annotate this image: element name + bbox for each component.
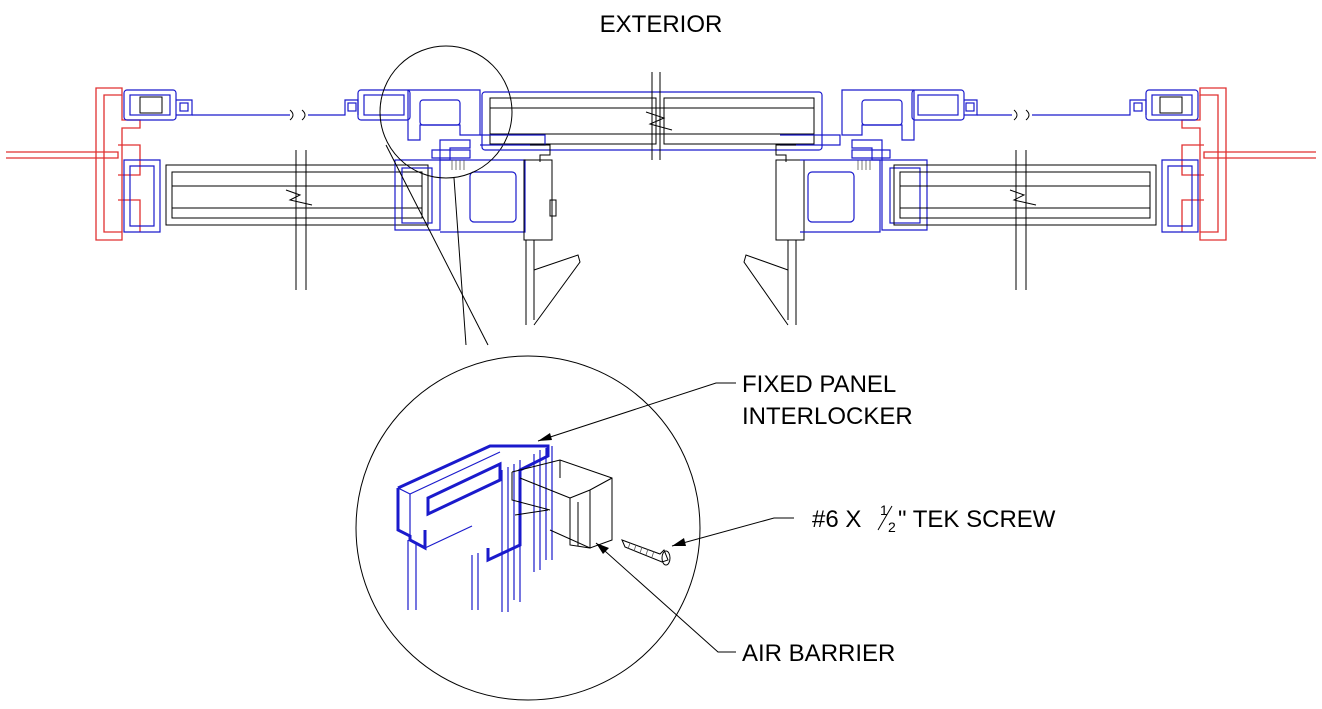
fixed-panel-label-line1: FIXED PANEL <box>742 371 896 398</box>
tek-screw-fraction-numerator: 1 <box>880 502 888 518</box>
left-handle <box>523 144 581 326</box>
tek-screw-fraction-denominator: 2 <box>888 519 896 535</box>
enlarged-detail-circle <box>355 355 701 701</box>
exterior-label: EXTERIOR <box>600 11 723 38</box>
fixed-panel-label-line2: INTERLOCKER <box>742 403 913 430</box>
tek-screw-label-suffix: " TEK SCREW <box>898 506 1056 533</box>
tek-screw <box>621 539 671 566</box>
air-barrier-block <box>511 459 613 549</box>
callout-air-barrier: AIR BARRIER <box>595 542 895 667</box>
center-glass-panel <box>480 72 841 160</box>
tek-screw-label-prefix: #6 X <box>812 506 861 533</box>
callout-fixed-panel-interlocker: FIXED PANEL INTERLOCKER <box>537 371 913 442</box>
detail-leader-lines <box>385 144 489 346</box>
right-top-frame <box>911 89 1199 121</box>
left-top-frame <box>123 89 411 121</box>
right-interlock <box>841 89 915 170</box>
callout-tek-screw: #6 X 1 2 " TEK SCREW <box>671 502 1056 547</box>
tek-screw-fraction-bar <box>877 505 893 531</box>
left-jamb-profile <box>6 87 141 241</box>
right-sliding-panel <box>800 150 1199 290</box>
right-jamb-profile <box>1181 87 1316 241</box>
interlocker-isometric-detail <box>396 444 553 612</box>
air-barrier-label: AIR BARRIER <box>742 640 895 667</box>
left-sliding-panel <box>123 150 526 290</box>
detail-callout-circle <box>379 45 513 179</box>
right-handle <box>743 144 805 326</box>
left-interlock <box>379 45 513 179</box>
